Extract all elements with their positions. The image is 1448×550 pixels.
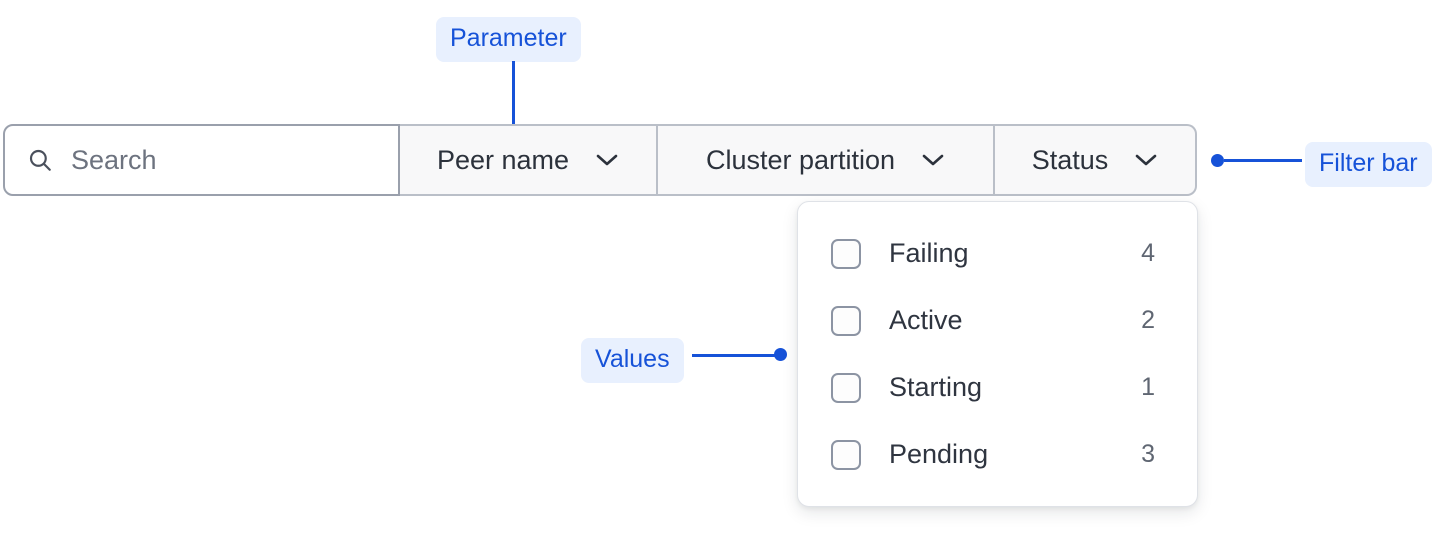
checkbox-failing[interactable] bbox=[831, 238, 861, 269]
search-icon bbox=[27, 147, 53, 173]
list-item-label: Active bbox=[889, 305, 963, 335]
chevron-down-icon bbox=[1134, 153, 1158, 167]
annotation-connector-filter-bar bbox=[1224, 159, 1302, 162]
filter-dropdown-peer-name-label: Peer name bbox=[436, 144, 570, 175]
annotation-connector-values bbox=[692, 354, 782, 357]
search-input[interactable]: Search bbox=[3, 124, 400, 196]
filter-bar: Search Peer name Cluster partition bbox=[3, 124, 1197, 196]
search-placeholder: Search bbox=[71, 144, 157, 175]
list-item-label: Starting bbox=[889, 372, 983, 402]
list-item-count: 1 bbox=[1141, 373, 1155, 401]
filter-dropdown-cluster-partition-label: Cluster partition bbox=[705, 144, 896, 175]
checkbox-pending[interactable] bbox=[831, 439, 861, 470]
list-item-count: 2 bbox=[1141, 306, 1155, 334]
annotation-dot-values bbox=[774, 348, 787, 361]
list-item-label: Pending bbox=[889, 439, 989, 469]
list-item[interactable]: Pending 3 bbox=[798, 426, 1197, 484]
annotation-dot-filter-bar bbox=[1211, 154, 1224, 167]
chevron-down-icon bbox=[921, 153, 945, 167]
annotation-label-parameter: Parameter bbox=[436, 17, 581, 62]
checkbox-starting[interactable] bbox=[831, 372, 861, 403]
filter-segments: Peer name Cluster partition Status bbox=[398, 124, 1197, 196]
list-item[interactable]: Starting 1 bbox=[798, 359, 1197, 417]
filter-dropdown-status[interactable]: Status bbox=[995, 124, 1197, 196]
list-item-count: 3 bbox=[1141, 440, 1155, 468]
list-item-label: Failing bbox=[889, 238, 969, 268]
annotation-connector-parameter bbox=[512, 61, 515, 143]
checkbox-active[interactable] bbox=[831, 305, 861, 336]
list-item-count: 4 bbox=[1141, 239, 1155, 267]
filter-dropdown-status-label: Status bbox=[1031, 144, 1109, 175]
status-filter-dropdown-panel: Failing 4 Active 2 Starting 1 Pending 3 bbox=[797, 201, 1198, 507]
list-item[interactable]: Failing 4 bbox=[798, 225, 1197, 283]
filter-dropdown-peer-name[interactable]: Peer name bbox=[398, 124, 658, 196]
list-item[interactable]: Active 2 bbox=[798, 292, 1197, 350]
annotation-label-values: Values bbox=[581, 338, 684, 383]
chevron-down-icon bbox=[595, 153, 619, 167]
filter-dropdown-cluster-partition[interactable]: Cluster partition bbox=[658, 124, 995, 196]
annotation-label-filter-bar: Filter bar bbox=[1305, 142, 1432, 187]
